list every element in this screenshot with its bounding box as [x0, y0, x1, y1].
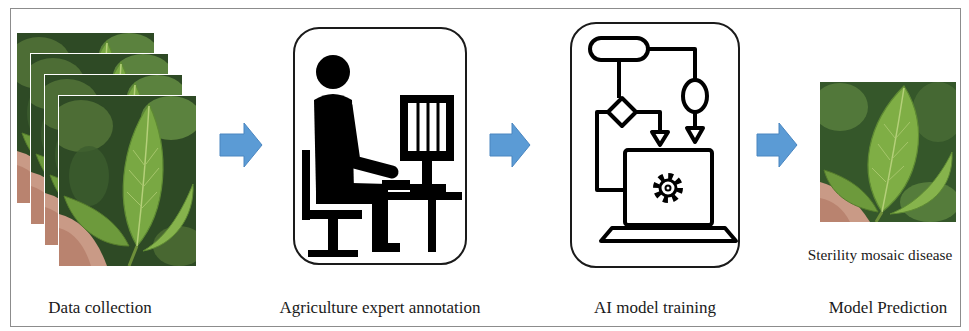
rounded-box-outline — [293, 27, 467, 265]
image-frame — [820, 82, 956, 222]
stage-caption: AI model training — [594, 298, 716, 318]
stage-caption: Agriculture expert annotation — [279, 298, 480, 318]
prediction-node: Sterility mosaic diseaseModel Prediction — [797, 82, 961, 322]
training-box: AI model training — [530, 22, 757, 322]
rounded-box-outline — [570, 22, 740, 268]
expert-at-computer-icon — [302, 55, 462, 257]
photo-stack-node: Data collection — [13, 30, 220, 322]
stage-caption: Model Prediction — [829, 298, 948, 318]
stage-caption: Data collection — [48, 298, 151, 318]
model-training-icon — [590, 38, 736, 241]
flow-arrow — [757, 123, 797, 167]
flow-arrow — [490, 123, 530, 167]
leaf-photo-stack — [7, 32, 205, 267]
prediction-leaf-photo — [812, 82, 964, 222]
flow-arrow — [220, 123, 262, 167]
figure-border — [11, 9, 961, 327]
prediction-label: Sterility mosaic disease — [808, 246, 952, 264]
image-frame — [17, 30, 196, 265]
annotation-box: Agriculture expert annotation — [262, 27, 490, 322]
